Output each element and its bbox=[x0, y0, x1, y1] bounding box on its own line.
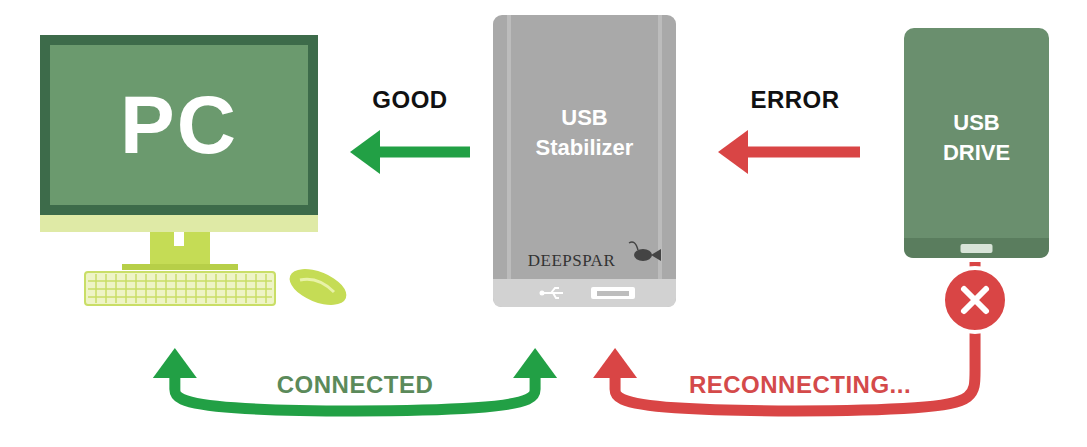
connector-line bbox=[378, 147, 470, 158]
key-col bbox=[95, 274, 97, 303]
monitor-stand bbox=[150, 232, 210, 266]
key-col bbox=[215, 274, 217, 303]
edge-label: GOOD bbox=[372, 86, 447, 114]
edge-label: RECONNECTING... bbox=[689, 371, 911, 399]
brand-logo: DEEPSPAR bbox=[528, 251, 615, 271]
key-col bbox=[195, 274, 197, 303]
logo-fish-lure bbox=[629, 242, 638, 250]
key-col bbox=[235, 274, 237, 303]
connector-line bbox=[746, 147, 860, 158]
edge-label: CONNECTED bbox=[277, 371, 434, 399]
logo-fish bbox=[634, 249, 652, 261]
status-arrow bbox=[718, 130, 860, 174]
key-col bbox=[225, 274, 227, 303]
monitor-screen: PC bbox=[40, 35, 318, 215]
key-col bbox=[155, 274, 157, 303]
key-col bbox=[125, 274, 127, 303]
key-col bbox=[175, 274, 177, 303]
arrowhead bbox=[153, 348, 197, 378]
arrowhead bbox=[718, 130, 748, 174]
monitor-chin bbox=[40, 213, 318, 232]
side-ridge bbox=[507, 15, 511, 279]
stand-notch bbox=[174, 232, 184, 246]
pc-label: PC bbox=[120, 78, 238, 172]
error-badge bbox=[943, 268, 1007, 332]
key-col bbox=[205, 274, 207, 303]
drive-label: USB DRIVE bbox=[922, 108, 1032, 168]
key-col bbox=[115, 274, 117, 303]
usb-port bbox=[591, 287, 635, 299]
edge-label: ERROR bbox=[750, 86, 839, 114]
usb-drive-box: USB DRIVE bbox=[904, 28, 1049, 258]
key-col bbox=[135, 274, 137, 303]
logo-fish-tail bbox=[651, 249, 661, 261]
arrowhead bbox=[513, 348, 557, 378]
keyboard bbox=[85, 272, 275, 305]
status-arrow bbox=[350, 130, 470, 174]
key-col bbox=[245, 274, 247, 303]
mouse-highlight bbox=[300, 279, 334, 292]
connection-loop bbox=[153, 348, 557, 411]
arrowhead bbox=[593, 348, 637, 378]
key-col bbox=[255, 274, 257, 303]
stand-base bbox=[122, 264, 238, 270]
key-col bbox=[145, 274, 147, 303]
drive-port bbox=[961, 244, 993, 253]
arrowhead bbox=[350, 130, 380, 174]
usb-stabilizer-box: USB StabilizerDEEPSPAR bbox=[493, 15, 676, 307]
key-col bbox=[105, 274, 107, 303]
pc-monitor: PC bbox=[40, 35, 350, 310]
usb-icon bbox=[543, 288, 563, 298]
side-ridge bbox=[658, 15, 662, 279]
error-cross bbox=[964, 289, 986, 311]
stabilizer-label: USB Stabilizer bbox=[515, 103, 655, 163]
key-col bbox=[265, 274, 267, 303]
drive-base bbox=[904, 238, 1049, 258]
usb-icon-dot bbox=[540, 291, 545, 296]
usb-port-inner bbox=[597, 291, 629, 296]
bottom-band bbox=[493, 279, 676, 307]
mouse bbox=[285, 262, 352, 312]
keyboard-keys bbox=[88, 274, 272, 303]
key-col bbox=[185, 274, 187, 303]
key-col bbox=[165, 274, 167, 303]
